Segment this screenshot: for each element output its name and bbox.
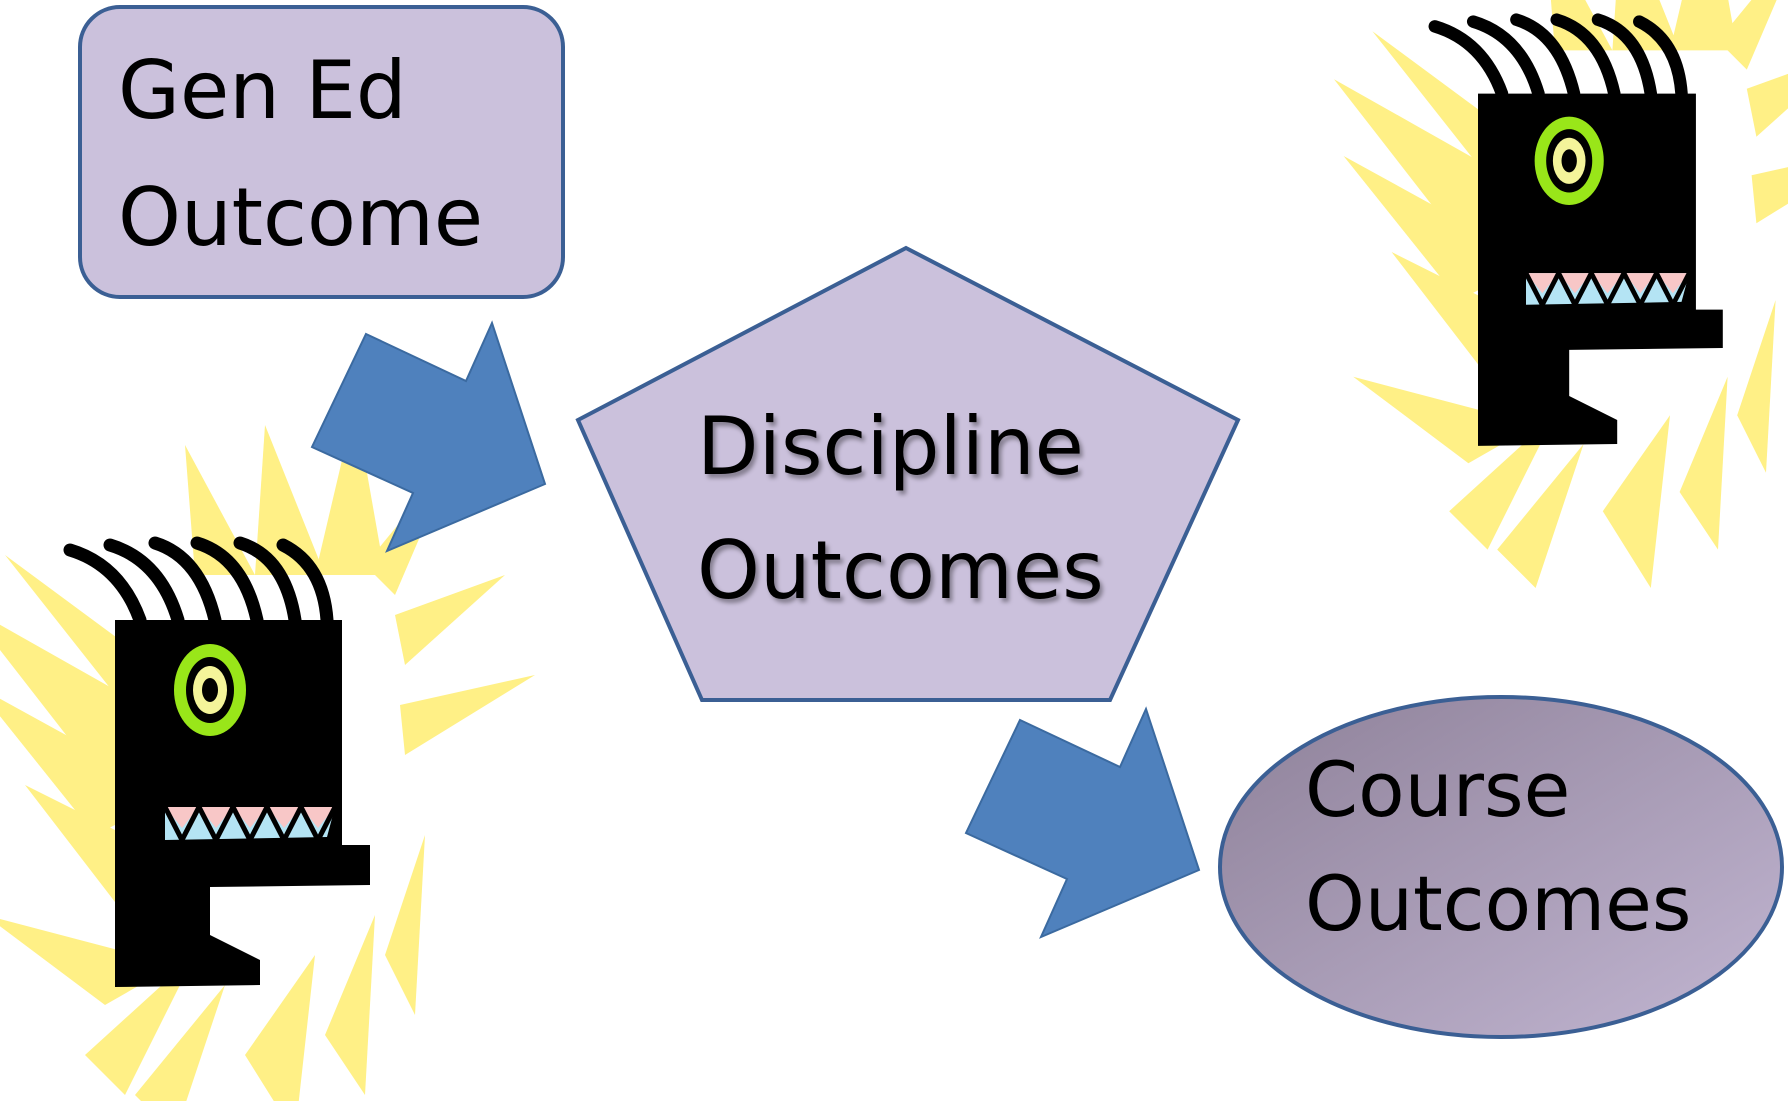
arrow-gen-ed-to-discipline [310,320,547,553]
course-label-line2: Outcomes [1305,859,1691,948]
discipline-label-line2: Outcomes [697,524,1104,617]
course-node: Course Outcomes [1218,695,1784,1039]
gen-ed-node: Gen Ed Outcome [78,5,565,299]
discipline-node: Discipline Outcomes [575,245,1241,702]
gen-ed-label-line2: Outcome [118,171,483,264]
discipline-label-line1: Discipline [697,400,1084,493]
monster-clipart-top-right [1334,0,1788,588]
course-label-line1: Course [1305,745,1570,834]
gen-ed-label-line1: Gen Ed [118,44,407,137]
arrow-discipline-to-course [964,706,1201,939]
